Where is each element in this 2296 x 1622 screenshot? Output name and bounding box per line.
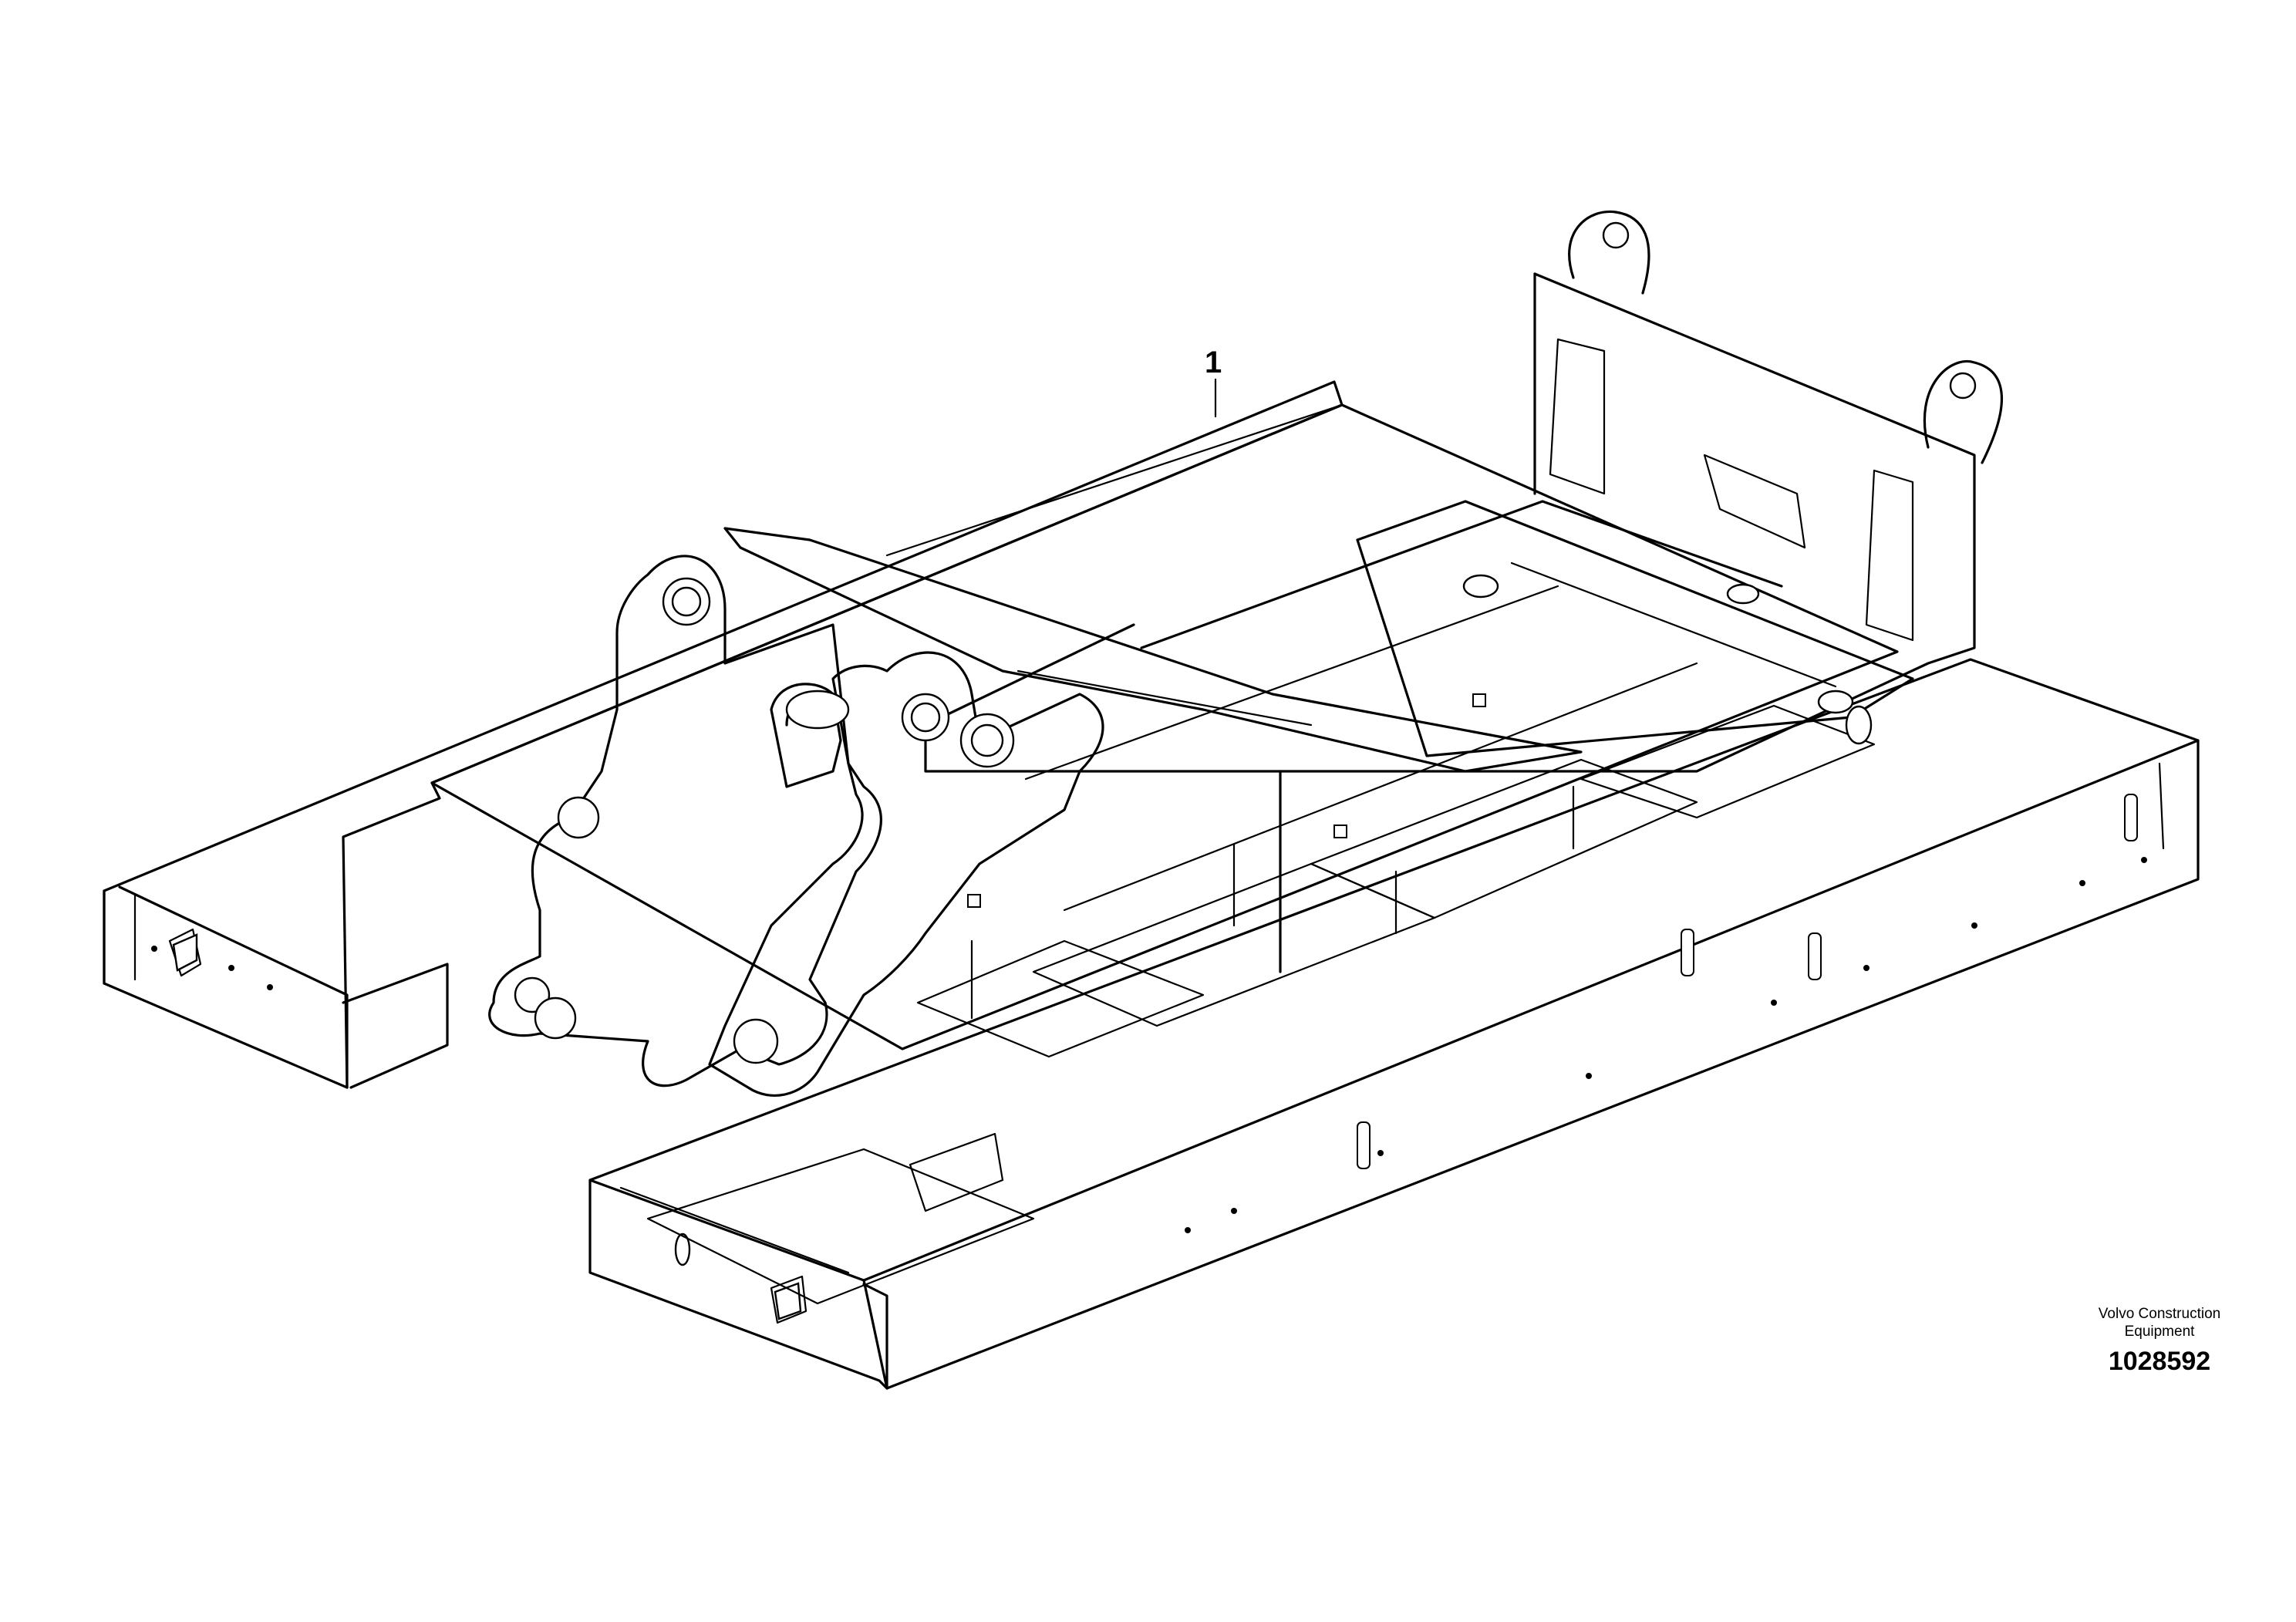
company-name-line-2: Equipment	[2124, 1324, 2195, 1340]
boom-mount-brackets	[488, 555, 1104, 1097]
fastener-holes	[151, 693, 2147, 1233]
company-name-line-1: Volvo Construction	[2098, 1306, 2221, 1322]
callout-label-1: 1	[1205, 346, 1222, 379]
right-side-rail	[588, 658, 2200, 1390]
company-name: Volvo Construction Equipment	[2005, 1305, 2296, 1340]
deck-structure	[430, 403, 1899, 1305]
lifting-eyes	[1568, 210, 2004, 464]
cab-support-frame	[924, 272, 1976, 773]
left-side-rail	[103, 380, 1344, 1089]
support-beam	[723, 527, 1583, 773]
drawing-number: 1028592	[2108, 1347, 2211, 1376]
